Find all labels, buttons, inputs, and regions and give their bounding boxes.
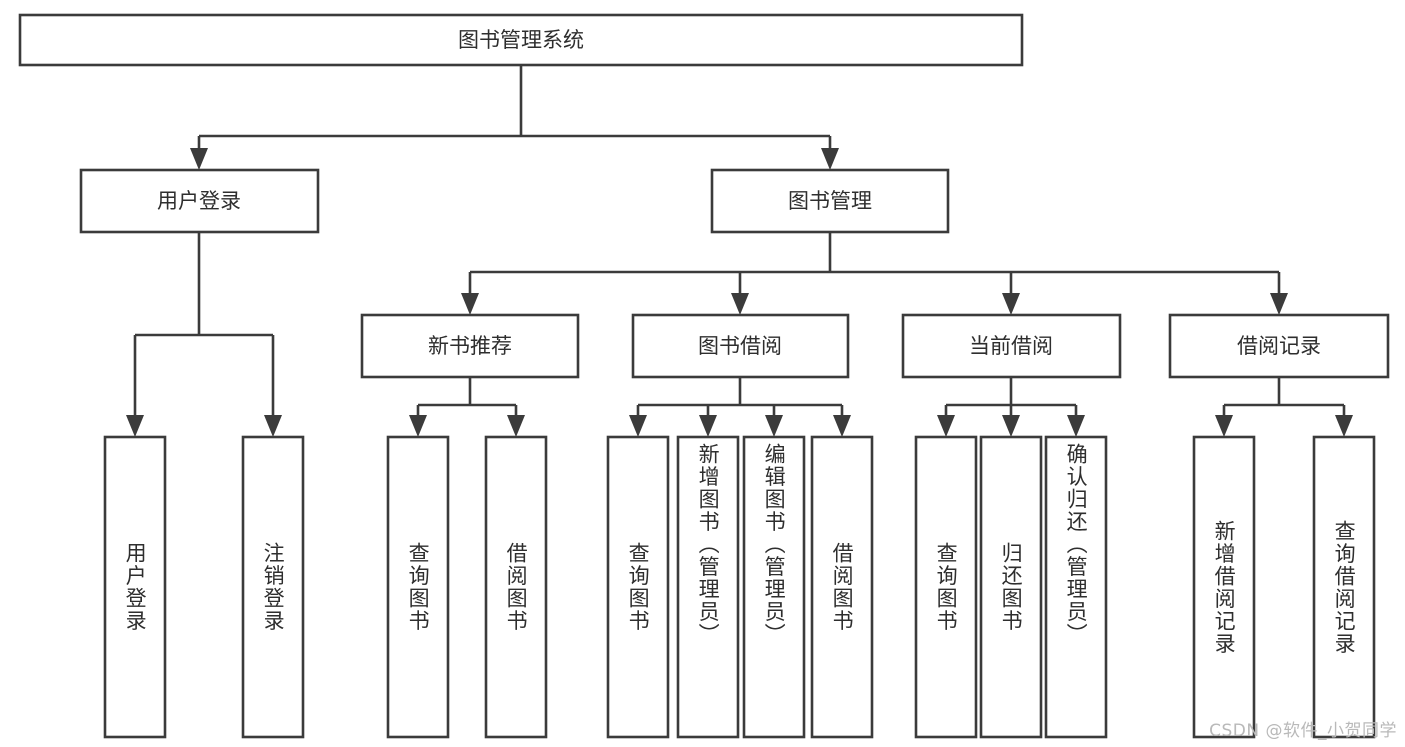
leaf-box-bb-borrow-book[interactable]: [810, 435, 874, 739]
node-new-book-recommend[interactable]: 新书推荐: [360, 313, 580, 379]
arrow-bookmanage-to-borrowrecord: [1270, 293, 1288, 315]
leaf-box-nbr-query-book[interactable]: [386, 435, 450, 739]
leaf-box-bb-query-book[interactable]: [606, 435, 670, 739]
arrow-userlogin-leaf-2: [264, 415, 282, 437]
leaf-box-user-logout[interactable]: [241, 435, 305, 739]
arrow-bookborrow-leaf-3: [765, 415, 783, 437]
leaf-box-cb-query-book[interactable]: [914, 435, 978, 739]
node-root-box[interactable]: [18, 13, 1024, 67]
leaf-box-user-login[interactable]: [103, 435, 167, 739]
arrow-bookmanage-to-currentborrow: [1002, 293, 1020, 315]
node-user-login-label: 用户登录: [157, 189, 241, 213]
arrow-bookmanage-to-bookborrow: [731, 293, 749, 315]
arrow-newbook-leaf-2: [507, 415, 525, 437]
node-book-manage[interactable]: 图书管理: [710, 168, 950, 234]
node-book-borrow[interactable]: 图书借阅: [631, 313, 850, 379]
leaf-box-br-query-record[interactable]: [1312, 435, 1376, 739]
leaf-box-cb-confirm-return[interactable]: [1044, 435, 1108, 739]
node-current-borrow[interactable]: 当前借阅: [901, 313, 1122, 379]
connector-layer: [126, 65, 1353, 437]
arrow-newbook-leaf-1: [409, 415, 427, 437]
arrow-root-to-book-manage: [821, 148, 839, 170]
leaf-box-bb-edit-book[interactable]: [742, 435, 806, 739]
arrow-currentborrow-leaf-3: [1067, 415, 1085, 437]
node-book-borrow-box[interactable]: [631, 313, 850, 379]
node-book-manage-box[interactable]: [710, 168, 950, 234]
node-book-borrow-label: 图书借阅: [698, 334, 782, 358]
leaf-box-nbr-borrow-book[interactable]: [484, 435, 548, 739]
arrow-bookborrow-leaf-2: [699, 415, 717, 437]
node-current-borrow-box[interactable]: [901, 313, 1122, 379]
node-borrow-record[interactable]: 借阅记录: [1168, 313, 1390, 379]
node-new-book-recommend-box[interactable]: [360, 313, 580, 379]
arrow-bookmanage-to-newbook: [461, 293, 479, 315]
leaf-box-cb-return-book[interactable]: [979, 435, 1043, 739]
node-new-book-recommend-label: 新书推荐: [428, 334, 512, 358]
node-user-login-box[interactable]: [79, 168, 320, 234]
arrow-borrowrecord-leaf-2: [1335, 415, 1353, 437]
arrow-bookborrow-leaf-1: [629, 415, 647, 437]
node-book-manage-label: 图书管理: [788, 189, 872, 213]
node-layer: 图书管理系统 用户登录 图书管理 新书推荐 图书借阅: [18, 13, 1390, 739]
node-root[interactable]: 图书管理系统: [18, 13, 1024, 67]
arrow-root-to-user-login: [190, 148, 208, 170]
arrow-currentborrow-leaf-2: [1002, 415, 1020, 437]
node-borrow-record-label: 借阅记录: [1237, 334, 1321, 358]
leaf-box-br-add-record[interactable]: [1192, 435, 1256, 739]
csdn-watermark: CSDN @软件_小贺同学: [1209, 721, 1397, 741]
leaf-box-bb-add-book[interactable]: [676, 435, 740, 739]
arrow-userlogin-leaf-1: [126, 415, 144, 437]
node-borrow-record-box[interactable]: [1168, 313, 1390, 379]
node-current-borrow-label: 当前借阅: [969, 334, 1053, 358]
node-root-label: 图书管理系统: [458, 28, 584, 52]
arrow-borrowrecord-leaf-1: [1215, 415, 1233, 437]
node-user-login[interactable]: 用户登录: [79, 168, 320, 234]
arrow-currentborrow-leaf-1: [937, 415, 955, 437]
arrow-bookborrow-leaf-4: [833, 415, 851, 437]
